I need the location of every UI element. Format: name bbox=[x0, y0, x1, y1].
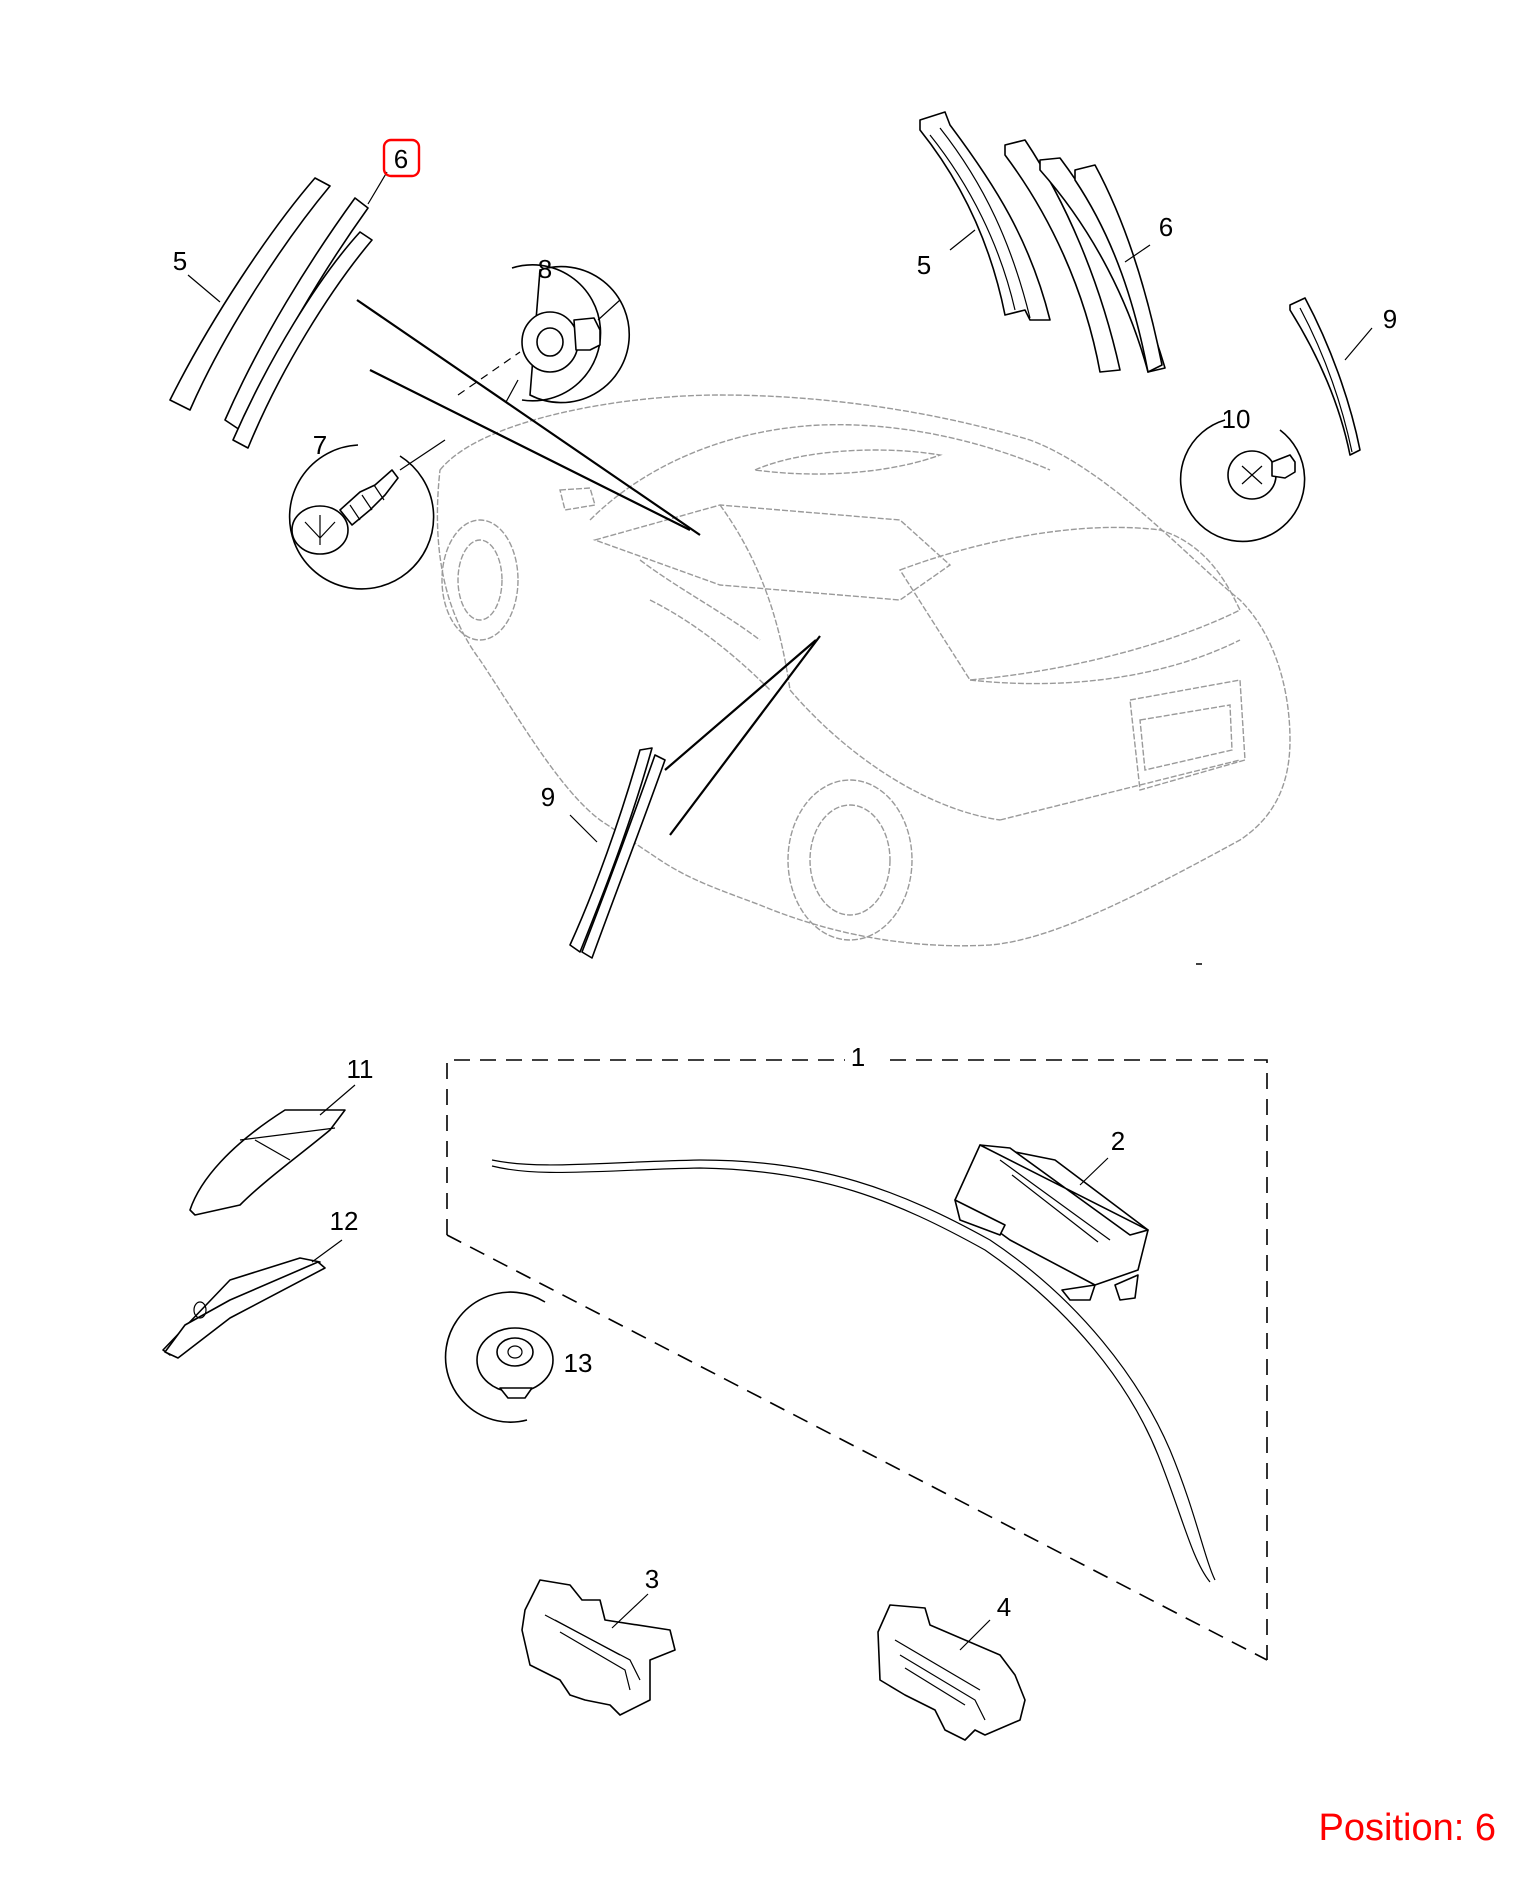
position-label: Position: 6 bbox=[1318, 1807, 1496, 1849]
part-1-strip[interactable] bbox=[491, 1159, 1216, 1583]
part-6-strips-right[interactable] bbox=[1004, 139, 1166, 373]
callout-7: 7 bbox=[313, 430, 327, 460]
leader-9-right bbox=[1344, 327, 1373, 361]
detail-10[interactable] bbox=[1179, 419, 1306, 543]
callout-labels: 1 2 3 4 5 5 6 6 7 8 9 9 10 11 12 13 bbox=[173, 144, 1397, 1622]
leader-9-center bbox=[569, 814, 598, 843]
callout-1: 1 bbox=[851, 1042, 865, 1072]
part-13-detail[interactable] bbox=[444, 1291, 554, 1423]
leader-6-right bbox=[1124, 244, 1151, 263]
callout-4: 4 bbox=[997, 1592, 1011, 1622]
callout-11: 11 bbox=[347, 1054, 374, 1084]
callout-13: 13 bbox=[564, 1348, 593, 1378]
part-9-strip-right[interactable] bbox=[1289, 297, 1361, 456]
part-2[interactable] bbox=[954, 1144, 1149, 1301]
leader-5-left bbox=[187, 274, 221, 303]
callout-12: 12 bbox=[330, 1206, 359, 1236]
assembly-1-frame bbox=[446, 1059, 1268, 1661]
callout-9-center: 9 bbox=[541, 782, 555, 812]
detail-8[interactable] bbox=[505, 264, 631, 404]
callout-6-right: 6 bbox=[1159, 212, 1173, 242]
part-3[interactable] bbox=[521, 1579, 676, 1716]
pointer-lines bbox=[356, 299, 821, 836]
part-4[interactable] bbox=[877, 1604, 1026, 1741]
leader-6-left bbox=[367, 171, 388, 205]
car-outline bbox=[436, 394, 1291, 947]
leader-5-right bbox=[949, 229, 976, 251]
callout-5-left: 5 bbox=[173, 246, 187, 276]
part-11[interactable] bbox=[189, 1084, 356, 1216]
highlight-box bbox=[382, 138, 421, 178]
callout-5-right: 5 bbox=[917, 250, 931, 280]
callout-6-left: 6 bbox=[394, 144, 408, 174]
part-9-strip-center[interactable] bbox=[569, 747, 666, 959]
part-6-strips-left[interactable] bbox=[224, 197, 373, 449]
callout-10: 10 bbox=[1222, 404, 1251, 434]
callout-2: 2 bbox=[1111, 1126, 1125, 1156]
part-5-strip-left[interactable] bbox=[169, 177, 331, 411]
callout-9-right: 9 bbox=[1383, 304, 1397, 334]
part-5-strip-right[interactable] bbox=[919, 111, 1051, 321]
callout-8: 8 bbox=[538, 254, 552, 284]
detail-7[interactable] bbox=[288, 439, 446, 590]
part-12[interactable] bbox=[162, 1239, 343, 1359]
callout-3: 3 bbox=[645, 1564, 659, 1594]
